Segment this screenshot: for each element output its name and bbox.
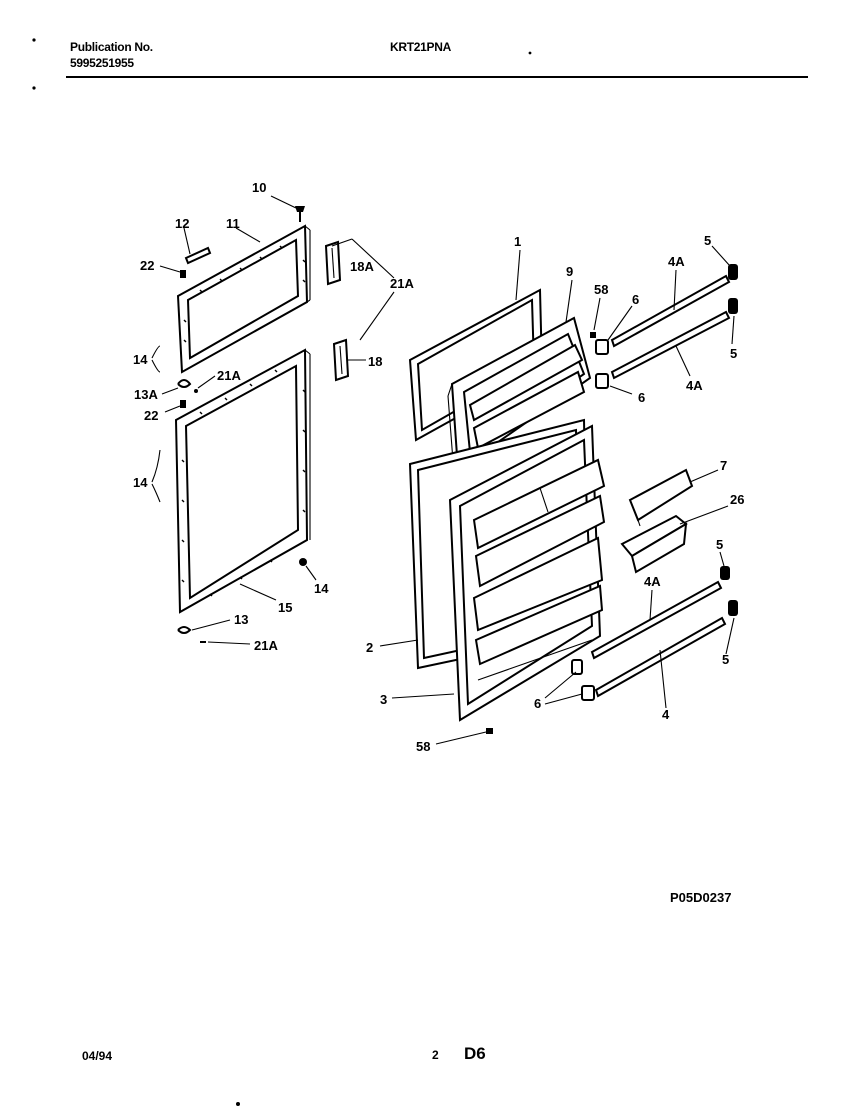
scan-speck (32, 86, 36, 90)
support-6-lower-a (571, 659, 583, 675)
hinge-pin-top (295, 206, 305, 222)
screw-58-top (590, 332, 596, 338)
callout-26: 26 (730, 492, 744, 507)
callout-5: 5 (730, 346, 737, 361)
freezer-handle-trim (184, 246, 212, 265)
callout-6: 6 (632, 292, 639, 307)
support-6-second (595, 373, 609, 389)
callout-21A: 21A (254, 638, 278, 653)
callout-6: 6 (534, 696, 541, 711)
callout-14: 14 (133, 352, 148, 367)
footer-page-number: 2 (432, 1048, 439, 1062)
callout-14: 14 (133, 475, 148, 490)
callout-6: 6 (638, 390, 645, 405)
callout-5: 5 (704, 233, 711, 248)
callout-58: 58 (594, 282, 608, 297)
callout-18A: 18A (350, 259, 374, 274)
callout-3: 3 (380, 692, 387, 707)
callout-4: 4 (662, 707, 670, 722)
callout-4A: 4A (644, 574, 661, 589)
callout-11: 11 (226, 216, 240, 231)
callout-4A: 4A (668, 254, 685, 269)
header-rule (66, 76, 808, 78)
dairy-bin-26 (620, 514, 688, 574)
callout-2: 2 (366, 640, 373, 655)
model-number: KRT21PNA (390, 40, 451, 54)
fresh-food-handle-18 (332, 338, 350, 382)
callout-labels: 10 12 11 22 14 13A 21A 22 14 14 15 13 21… (133, 180, 744, 754)
callout-22: 22 (140, 258, 154, 273)
freezer-door-liner-frame (176, 224, 311, 374)
plug-14 (299, 558, 307, 566)
freezer-inner-door (447, 316, 592, 475)
callout-9: 9 (566, 264, 573, 279)
callout-4A: 4A (686, 378, 703, 393)
clip-13A (177, 379, 198, 393)
callout-15: 15 (278, 600, 292, 615)
callout-1: 1 (514, 234, 521, 249)
fresh-food-inner-door (448, 424, 606, 722)
publication-number: 5995251955 (70, 56, 134, 70)
screw-58-bottom (486, 728, 493, 734)
callout-22: 22 (144, 408, 158, 423)
callout-21A: 21A (217, 368, 241, 383)
end-cap-5-top (728, 264, 738, 280)
end-cap-5-second (728, 298, 738, 314)
rail-4A-second (610, 310, 731, 380)
freezer-handle-18A (324, 240, 342, 286)
support-6-lower-b (581, 685, 595, 701)
footer-section-code: D6 (464, 1044, 486, 1063)
callout-13: 13 (234, 612, 248, 627)
rail-4A-lower (590, 580, 723, 660)
dairy-door-7 (628, 468, 694, 527)
scan-speck (32, 38, 36, 42)
callout-10: 10 (252, 180, 266, 195)
end-cap-5-lower-b (728, 600, 738, 616)
leader-lines (151, 195, 735, 745)
callout-14: 14 (314, 581, 329, 596)
screw-22-mid (180, 400, 186, 408)
footer-date: 04/94 (82, 1049, 113, 1063)
clip-13 (177, 626, 192, 634)
support-6-top (595, 339, 609, 355)
callout-58: 58 (416, 739, 430, 754)
diagram-code: P05D0237 (670, 890, 732, 905)
publication-label: Publication No. (70, 40, 153, 54)
callout-12: 12 (175, 216, 189, 231)
screw-22-top (180, 270, 186, 278)
callout-7: 7 (720, 458, 727, 473)
end-cap-5-lower-a (720, 566, 730, 580)
scan-speck (236, 1102, 240, 1106)
callout-5: 5 (722, 652, 729, 667)
callout-5: 5 (716, 537, 723, 552)
scan-speck (528, 51, 532, 55)
callout-18: 18 (368, 354, 382, 369)
rail-4A-top (610, 274, 731, 348)
fresh-food-door-liner-frame (174, 348, 311, 614)
callout-13A: 13A (134, 387, 158, 402)
callout-21A: 21A (390, 276, 414, 291)
